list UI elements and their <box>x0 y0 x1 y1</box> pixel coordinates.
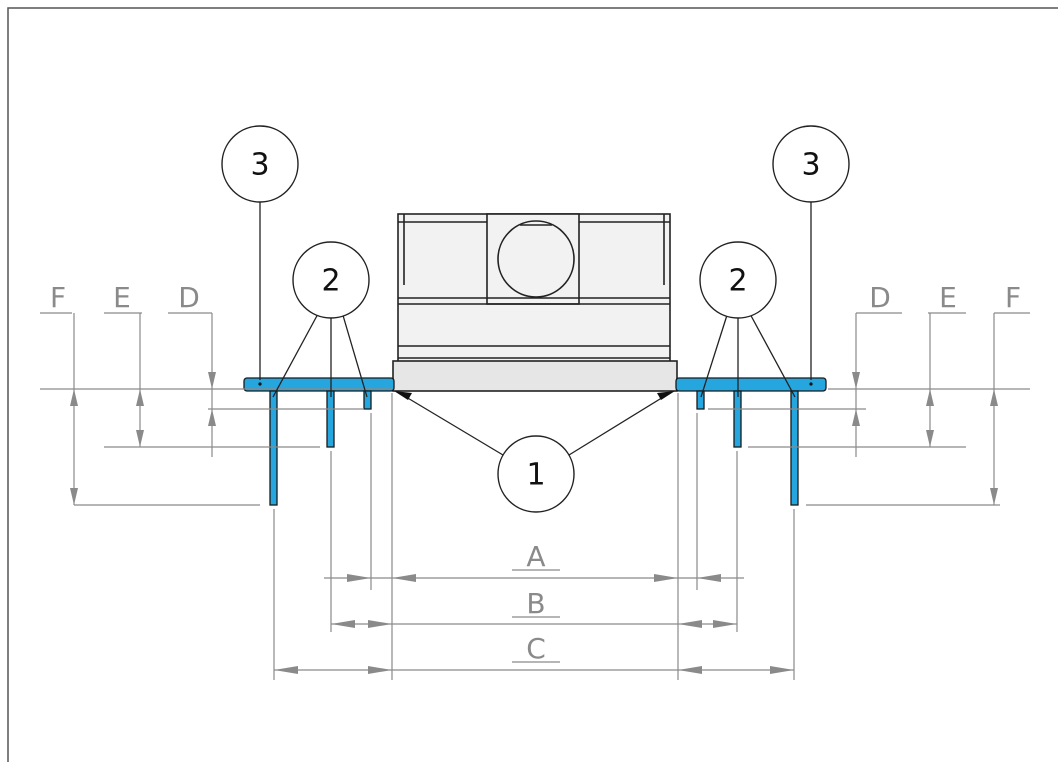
dimension-label-C: C <box>526 632 546 665</box>
balloon-label-3-right: 3 <box>801 148 820 183</box>
right-vertical-dimensions: D E F <box>708 281 1030 506</box>
dimension-label-A: A <box>526 540 545 573</box>
cabinet-unit <box>392 213 678 392</box>
balloon-item-1 <box>497 435 575 513</box>
cabinet-base <box>392 360 678 392</box>
dimension-label-B: B <box>526 587 545 620</box>
right-support-beam <box>675 377 827 392</box>
dimension-label-D-left: D <box>178 281 200 314</box>
right-hanger-rods <box>696 390 799 506</box>
balloon-item-2-right <box>699 241 777 319</box>
balloon-label-1: 1 <box>526 458 545 493</box>
balloon-label-3-left: 3 <box>250 148 269 183</box>
dimension-label-E-left: E <box>113 281 131 314</box>
balloon-label-2-left: 2 <box>321 264 340 299</box>
left-vertical-dimensions: F E D <box>40 281 392 506</box>
hanger-rod-long <box>269 390 278 506</box>
hanger-rod-short <box>363 390 372 410</box>
bottom-horizontal-dimensions: A B C <box>273 393 795 680</box>
cabinet-port <box>497 220 575 298</box>
balloon-label-2-right: 2 <box>728 264 747 299</box>
dimension-label-F-right: F <box>1005 281 1021 314</box>
hanger-rod-long <box>790 390 799 506</box>
dimension-label-D-right: D <box>869 281 891 314</box>
dimension-label-F-left: F <box>50 281 66 314</box>
hanger-rod-short <box>696 390 705 410</box>
dimension-label-E-right: E <box>939 281 957 314</box>
hanger-rod-medium <box>326 390 335 448</box>
hanger-rod-medium <box>733 390 742 448</box>
balloon-item-3-right <box>772 125 850 203</box>
balloon-item-3-left <box>221 125 299 203</box>
balloon-item-2-left <box>292 241 370 319</box>
